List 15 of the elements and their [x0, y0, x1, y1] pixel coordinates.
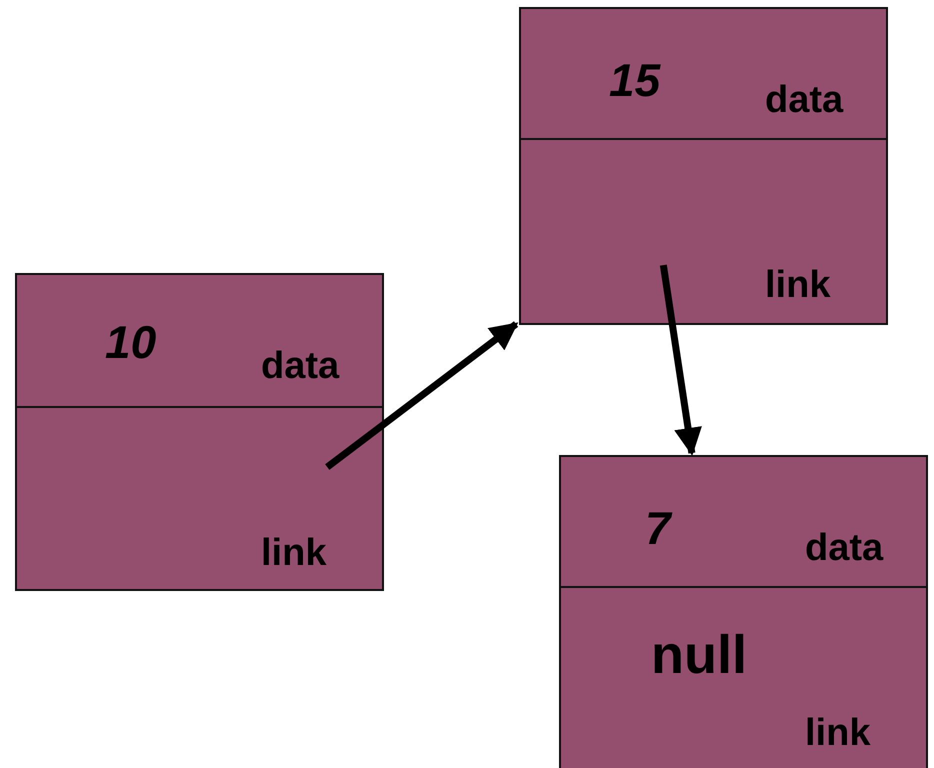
field-label: link	[765, 266, 830, 304]
value-text: 10	[105, 319, 156, 365]
list-node-box	[519, 7, 888, 325]
value-text: 15	[609, 57, 660, 103]
field-label: data	[261, 347, 340, 385]
list-node-box	[559, 455, 928, 768]
value-text: null	[651, 628, 747, 682]
field-label: link	[805, 714, 870, 752]
field-label: link	[261, 534, 326, 572]
field-label: data	[805, 529, 884, 567]
field-label: data	[765, 81, 844, 119]
arrow	[325, 321, 518, 470]
value-text: 7	[645, 505, 671, 551]
arrow	[660, 264, 702, 456]
list-node-box	[15, 273, 384, 591]
